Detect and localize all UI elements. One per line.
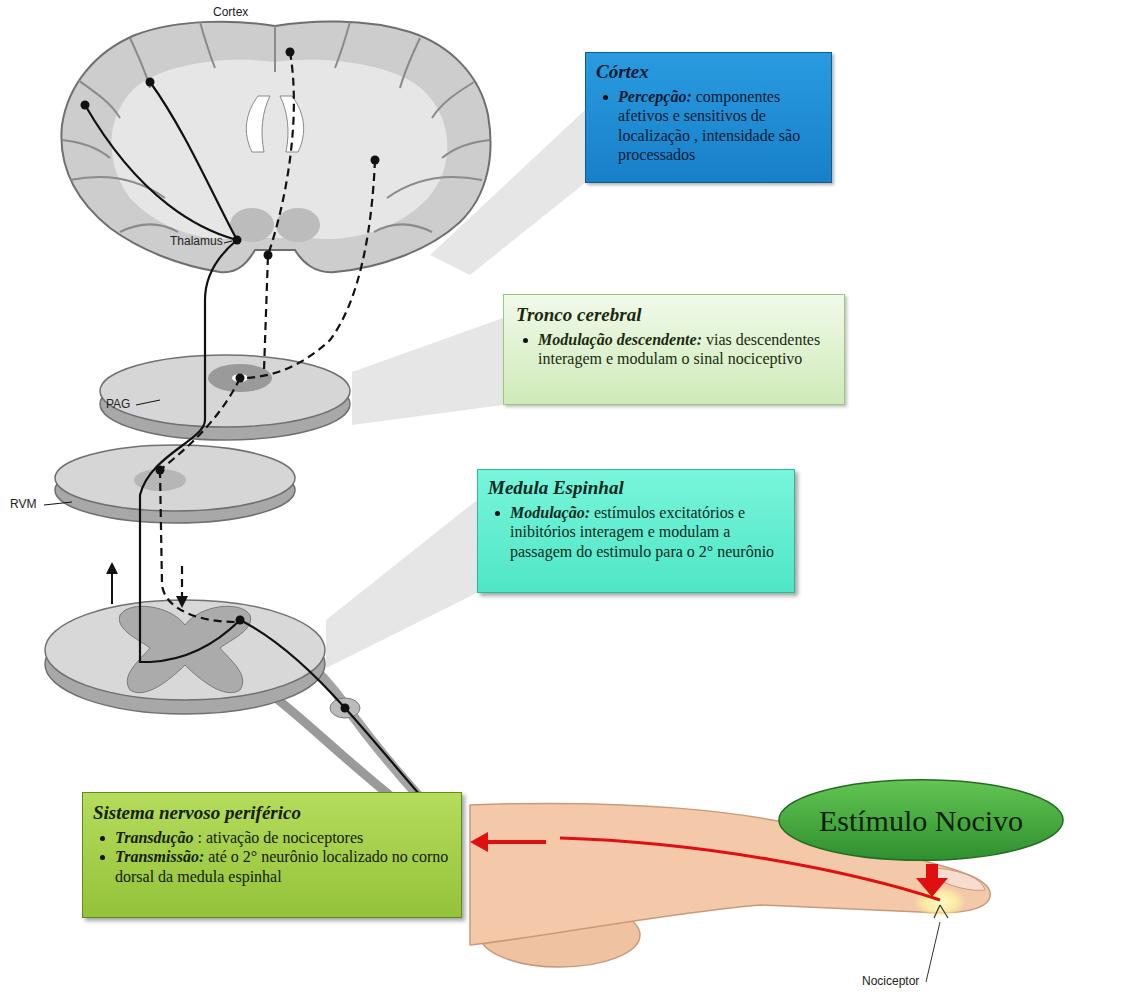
midbrain-slice <box>100 355 350 440</box>
sulcus <box>120 225 178 233</box>
peripheral-nervous-system-box: Sistema nervoso periféricoTransdução: at… <box>82 792 462 918</box>
medulla-slice <box>55 445 295 523</box>
sulcus <box>335 22 350 68</box>
thalamocortical-fiber <box>85 105 237 240</box>
neuron-dot <box>156 466 165 475</box>
bullet-text: : ativação de nociceptores <box>198 829 364 846</box>
direction-arrows <box>106 562 188 608</box>
neuron-dot <box>81 101 90 110</box>
bullet-dot <box>603 95 608 100</box>
modulation-arrow <box>111 572 113 604</box>
sulcus <box>442 140 490 158</box>
slice-top <box>55 445 295 511</box>
neuron-dot <box>286 48 295 57</box>
sulcus <box>274 26 276 72</box>
box-heading: Córtex <box>596 60 821 84</box>
sulcus <box>400 38 420 88</box>
aqueduct <box>232 374 248 382</box>
box-heading: Medula Espinhal <box>488 476 784 500</box>
neuron-dot <box>264 251 273 260</box>
neuron-dot <box>236 616 245 625</box>
arrowhead <box>106 562 118 574</box>
bullet-item: Transdução: ativação de nociceptores <box>93 828 451 848</box>
spinal-cord <box>45 600 424 802</box>
thalamus-shape <box>276 208 320 242</box>
ventricle <box>246 96 270 152</box>
dorsal-root-ganglion <box>330 698 360 718</box>
stimulus-ellipse: Estímulo Nocivo <box>776 778 1066 862</box>
cortical-descending <box>240 160 375 378</box>
structure-label: Nociceptor <box>862 975 919 989</box>
cord-top <box>45 600 325 700</box>
bullet-term: Percepção: <box>618 88 692 105</box>
sulcus <box>387 177 482 198</box>
bullet-dot <box>523 338 528 343</box>
sulcus <box>70 177 165 198</box>
arrowhead <box>176 596 188 608</box>
neuron-dots <box>81 48 380 713</box>
signal-arrow <box>486 840 546 844</box>
bullet-term: Transdução <box>115 829 194 846</box>
box-heading: Tronco cerebral <box>516 303 832 327</box>
structure-label: RVM <box>10 498 36 512</box>
primary-afferent <box>240 620 420 795</box>
structure-label: Thalamus <box>170 235 223 249</box>
bullet-dot <box>495 511 500 516</box>
cortical-descending <box>264 52 294 370</box>
slice-top <box>100 355 350 427</box>
neuron-dot <box>146 78 155 87</box>
modulation-arrow <box>181 566 183 598</box>
pag-region <box>208 364 272 392</box>
bullet-dot <box>100 855 105 860</box>
signal-arrowhead <box>470 832 488 852</box>
thalamocortical-fiber <box>150 82 237 240</box>
bullet-item: Modulação descendente:vias descendentes … <box>516 330 832 369</box>
brainstem-box: Tronco cerebralModulação descendente:via… <box>503 294 845 405</box>
spinal-cord-box: Medula EspinhalModulação:estímulos excit… <box>477 469 795 593</box>
sulcus <box>374 225 432 233</box>
cortex-box: CórtexPercepção:componentes afetivos e s… <box>585 52 832 183</box>
spinal-wedge <box>326 500 477 668</box>
stimulus-arrow <box>916 864 948 897</box>
neuron-dot <box>233 236 242 245</box>
bullet-dot <box>100 836 105 841</box>
structure-label: PAG <box>106 398 130 412</box>
structure-label: Cortex <box>213 6 248 20</box>
ellipse-shape <box>779 780 1063 861</box>
box-heading: Sistema nervoso periférico <box>93 801 451 825</box>
stimulus-label: Estímulo Nocivo <box>819 804 1023 837</box>
ascending-pathway <box>44 82 420 795</box>
neuron-dot <box>236 374 245 383</box>
neuron-dot <box>371 156 380 165</box>
leader-line <box>926 922 940 982</box>
leader-line <box>44 502 72 505</box>
nociceptor-ending <box>934 905 948 918</box>
bullet-term: Modulação descendente: <box>538 331 702 348</box>
spinothalamic-tract <box>140 240 240 662</box>
bullet-item: Percepção:componentes afetivos e sensiti… <box>596 87 821 165</box>
sulcus <box>78 80 120 118</box>
sulcus <box>62 140 110 158</box>
rvm-spinal-fiber <box>160 470 236 622</box>
bullet-item: Modulação:estímulos excitatórios e inibi… <box>488 503 784 562</box>
neuron-dot <box>341 704 350 713</box>
bullet-term: Modulação: <box>510 504 590 521</box>
descending-pathway <box>160 52 375 622</box>
stimulus-glow <box>914 886 966 918</box>
leader-line <box>224 241 232 243</box>
bullet-term: Transmissão: <box>115 848 204 865</box>
sulcus <box>432 82 474 118</box>
sulcus <box>200 22 215 68</box>
brain-section <box>61 21 490 272</box>
leader-line <box>136 400 160 405</box>
pag-rvm-fiber <box>160 378 240 470</box>
brainstem-wedge <box>352 318 503 425</box>
brain-outline <box>61 21 490 272</box>
bullet-item: Transmissão:até o 2° neurônio localizado… <box>93 847 451 886</box>
sulci <box>62 22 490 232</box>
